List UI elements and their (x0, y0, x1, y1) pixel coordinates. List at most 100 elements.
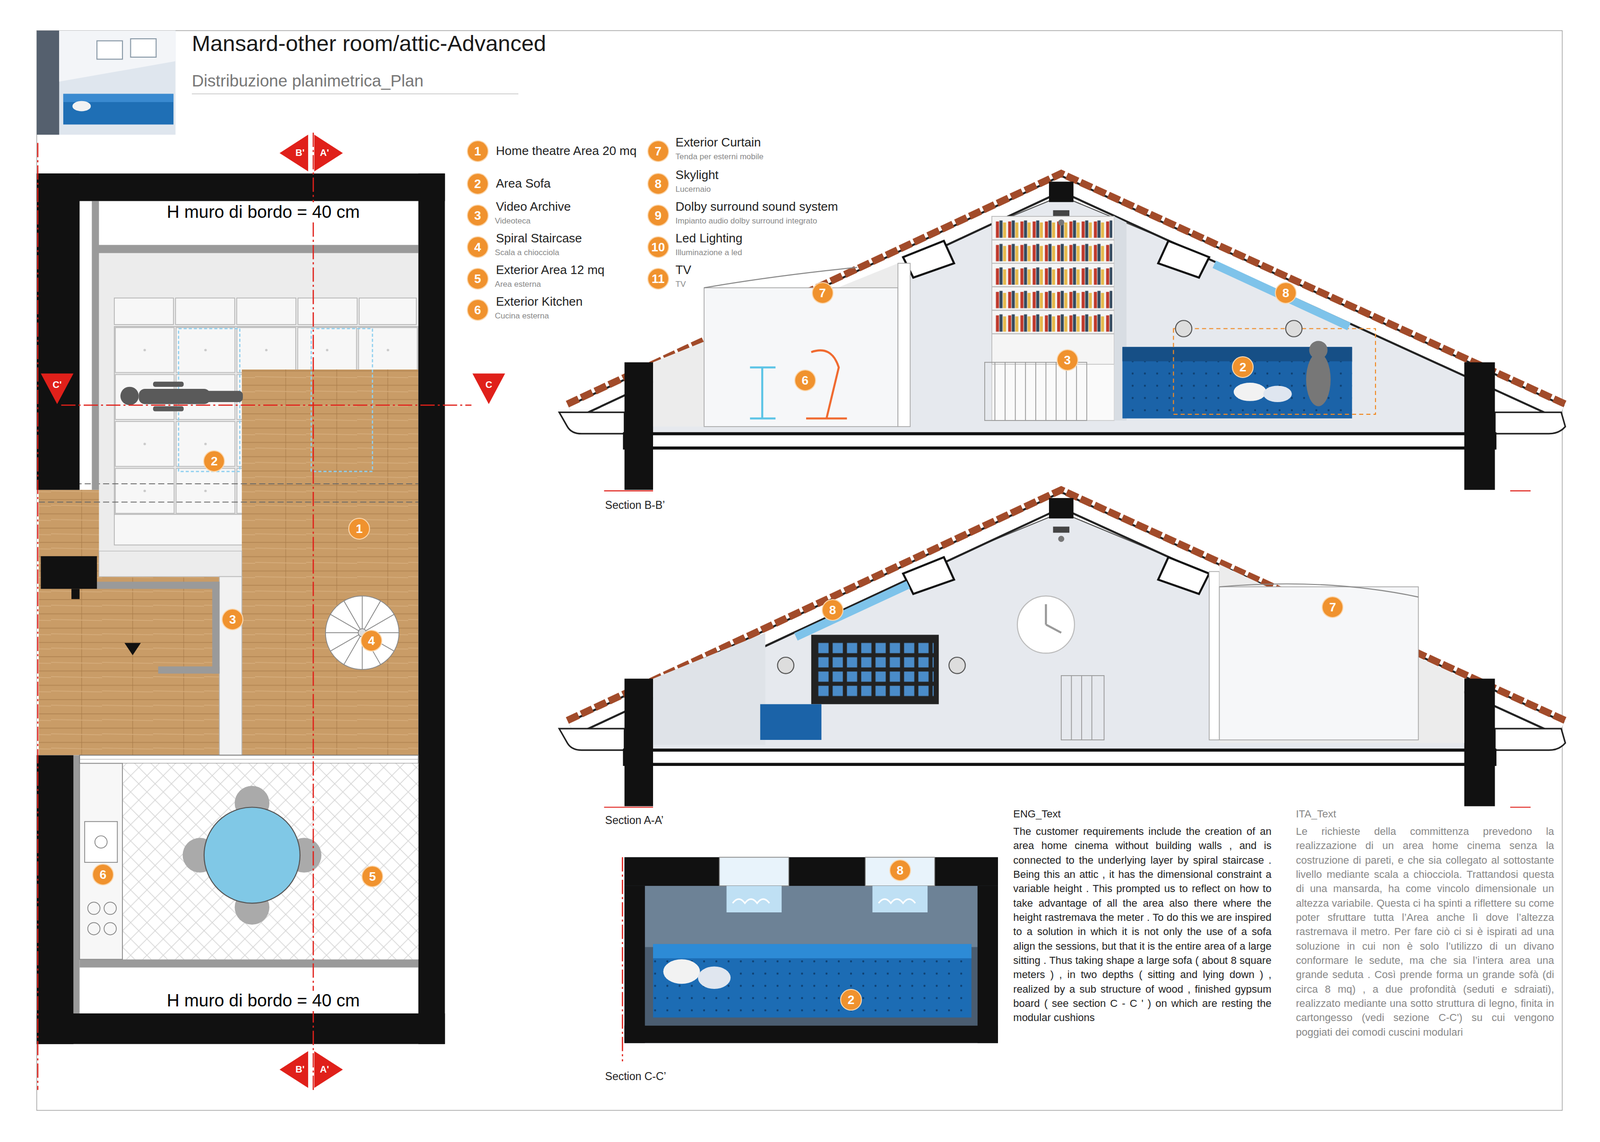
callout-circle: 3 (221, 608, 244, 631)
callout-circle-shape (647, 205, 669, 226)
interior-wall (91, 201, 99, 491)
legend-subtext: Impianto audio dolby surround integrato (675, 216, 818, 226)
callout-circle-shape (467, 205, 489, 226)
perimeter-wall (418, 173, 445, 1044)
section-c (697, 966, 731, 990)
callout-circle-shape (647, 173, 669, 195)
section-c (719, 857, 789, 886)
section-b-interior (1263, 385, 1292, 403)
legend-subtext: Tenda per esterni mobile (675, 152, 764, 162)
legend-text: Exterior Area 12 mq (495, 263, 605, 278)
section-b-interior (897, 263, 911, 427)
legend-text: Area Sofa (495, 176, 551, 191)
callout-number: 4 (368, 634, 375, 647)
section-a-interior (795, 584, 909, 637)
section-a-interior (1219, 586, 1419, 740)
callout-circle-shape (647, 140, 669, 162)
callout-number: 1 (355, 522, 363, 535)
section-a-interior (948, 657, 966, 674)
section-b-interior (994, 362, 1077, 421)
section-b-interior (1173, 328, 1376, 415)
section-marker (314, 134, 343, 172)
person-figure (153, 381, 184, 388)
callout-circle-shape (467, 268, 489, 290)
video-archive (219, 576, 242, 756)
legend-text: TV (675, 263, 692, 278)
thumbnail-render (96, 40, 123, 60)
section-a-interior (1061, 675, 1105, 740)
exterior-kitchen (87, 902, 101, 915)
callout-circle: 7 (1321, 595, 1344, 619)
section-marker-letter: A' (319, 1064, 329, 1076)
thumbnail-render (36, 30, 60, 135)
callout-circle-shape (361, 866, 383, 887)
stair-arrow (124, 643, 141, 656)
callout-circle-shape (92, 864, 114, 886)
section-b-interior (984, 362, 1087, 421)
interior-wall (158, 666, 220, 674)
section-marker-letter: A' (319, 147, 329, 159)
interior-wall (212, 581, 220, 674)
window-line (79, 755, 419, 764)
callout-number: 6 (473, 303, 481, 317)
text-heading: ITA_Text (1295, 808, 1336, 820)
callout-circle: 2 (1231, 355, 1255, 379)
section-c (645, 886, 978, 948)
opening-line (38, 501, 419, 503)
section-a-interior (811, 634, 939, 705)
section-line (37, 142, 39, 1090)
perimeter-wall (40, 556, 97, 589)
callout-circle: 10 (646, 235, 670, 259)
callout-circle-shape (889, 860, 911, 881)
callout-number: 2 (210, 455, 218, 468)
callout-circle-shape (1275, 282, 1297, 304)
callout-circle-shape (361, 630, 382, 652)
wall-height-note: H muro di bordo = 40 cm (163, 202, 364, 223)
interior-wall (73, 201, 419, 1014)
section-b-interior (1175, 320, 1193, 337)
callout-circle-shape (812, 282, 834, 304)
callout-circle: 2 (466, 172, 490, 196)
person-figure (138, 388, 211, 405)
exterior-kitchen (87, 922, 101, 936)
callout-circle-shape (1057, 349, 1078, 371)
callout-circle: 7 (811, 281, 835, 305)
section-a-interior (1071, 675, 1092, 740)
legend-subtext: Illuminazione a led (675, 248, 743, 258)
callout-circle: 8 (1274, 281, 1298, 305)
section-marker (40, 134, 506, 1088)
section-c (622, 857, 998, 1062)
section-marker (40, 373, 74, 405)
callout-circle: 8 (646, 172, 670, 196)
section-a-interior (653, 632, 766, 746)
person-figure (204, 390, 243, 403)
callout-circle: 4 (466, 235, 490, 259)
wall-height-note: H muro di bordo = 40 cm (163, 990, 364, 1012)
perimeter-wall (36, 755, 74, 1044)
perimeter-wall (71, 588, 80, 600)
exterior-kitchen (94, 835, 108, 849)
section-c (653, 944, 972, 1018)
callout-circle-shape (822, 599, 844, 621)
callout-circle: 6 (793, 369, 817, 392)
callout-number: 2 (473, 177, 481, 190)
subtitle: Distribuzione planimetrica_Plan (191, 71, 424, 91)
section-a-interior (1058, 535, 1065, 542)
legend-text: Video Archive (495, 199, 571, 215)
legend-subtext: TV (675, 279, 687, 290)
callout-circle-shape (203, 450, 225, 472)
callout-circle-shape (647, 268, 669, 290)
interior-wall (96, 244, 419, 253)
text-heading: ENG_Text (1013, 808, 1061, 820)
section-a-interior (1219, 564, 1465, 743)
section-a-interior (777, 657, 794, 674)
sofa-cushions (298, 298, 358, 325)
section-c (624, 857, 998, 1043)
section-a-interior (1061, 675, 1105, 740)
section-a-roof (559, 490, 1566, 808)
section-b-interior (1309, 340, 1328, 360)
section-a-interior (1045, 604, 1061, 633)
legend-text: Home theatre Area 20 mq (495, 144, 637, 159)
legend-text: Exterior Curtain (675, 135, 762, 150)
